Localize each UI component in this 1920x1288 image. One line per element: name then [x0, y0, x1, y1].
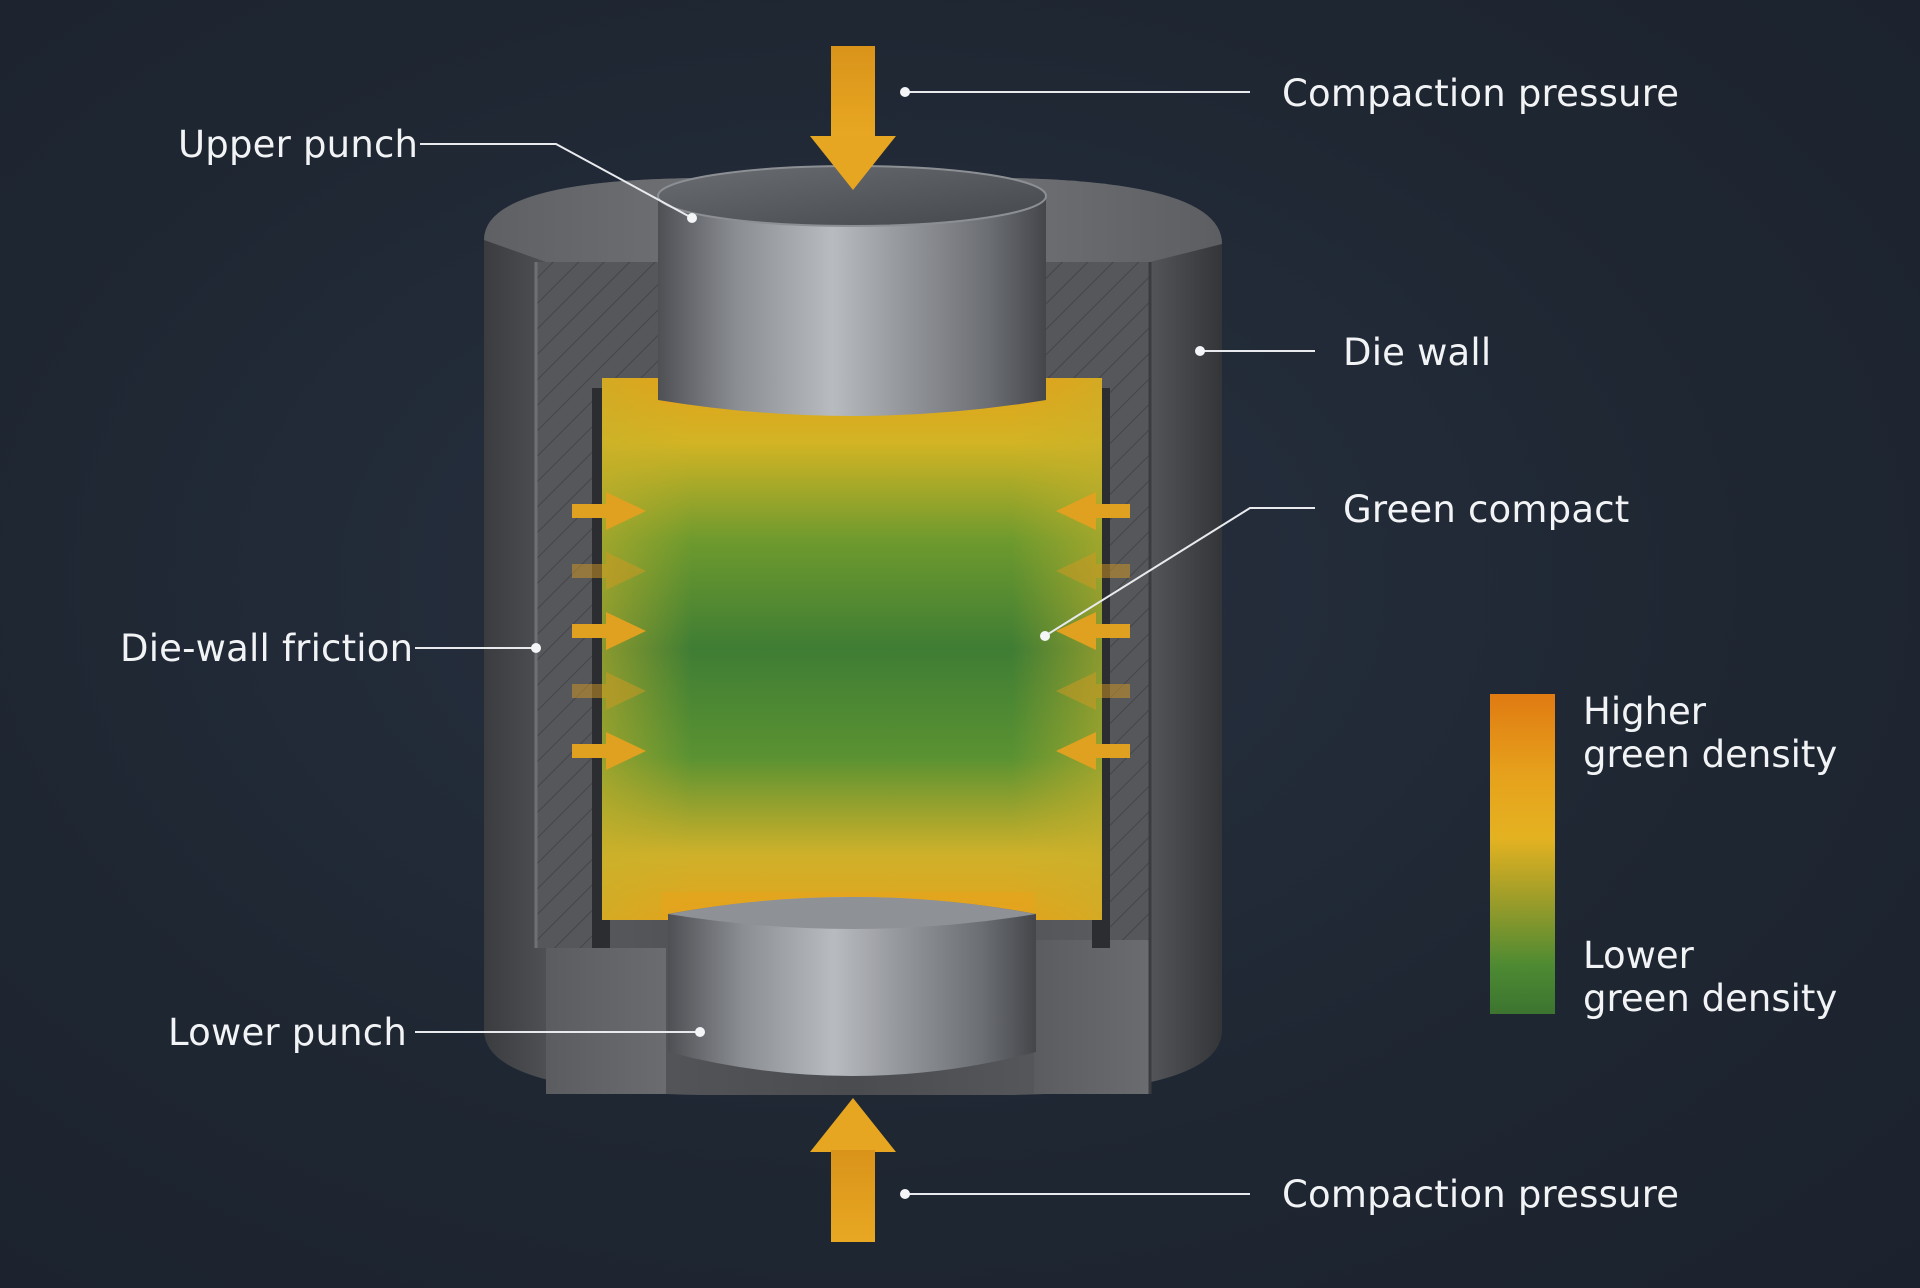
compaction-arrow-top [810, 46, 896, 190]
legend-high-line2: green density [1583, 733, 1838, 776]
label-die-wall-friction: Die-wall friction [120, 627, 414, 670]
label-lower-punch: Lower punch [168, 1011, 407, 1054]
density-legend-bar [1490, 694, 1555, 1014]
leader-lines [415, 87, 1315, 1199]
label-die-wall: Die wall [1343, 331, 1492, 374]
legend-low-line1: Lower [1583, 934, 1694, 977]
friction-arrows-right [1056, 492, 1130, 770]
legend-high-density: Higher green density [1583, 690, 1837, 776]
legend-low-density: Lower green density [1583, 934, 1837, 1020]
lower-punch [668, 897, 1036, 1076]
label-green-compact: Green compact [1343, 488, 1630, 531]
legend-high-line1: Higher [1583, 690, 1707, 733]
label-compaction-pressure-top: Compaction pressure [1282, 72, 1680, 115]
label-compaction-pressure-bottom: Compaction pressure [1282, 1173, 1680, 1216]
friction-arrows-left [572, 492, 646, 770]
label-upper-punch: Upper punch [178, 123, 419, 166]
green-compact [602, 378, 1102, 920]
upper-punch [657, 165, 1047, 416]
compaction-arrow-bottom [810, 1098, 896, 1242]
legend-low-line2: green density [1583, 977, 1838, 1020]
